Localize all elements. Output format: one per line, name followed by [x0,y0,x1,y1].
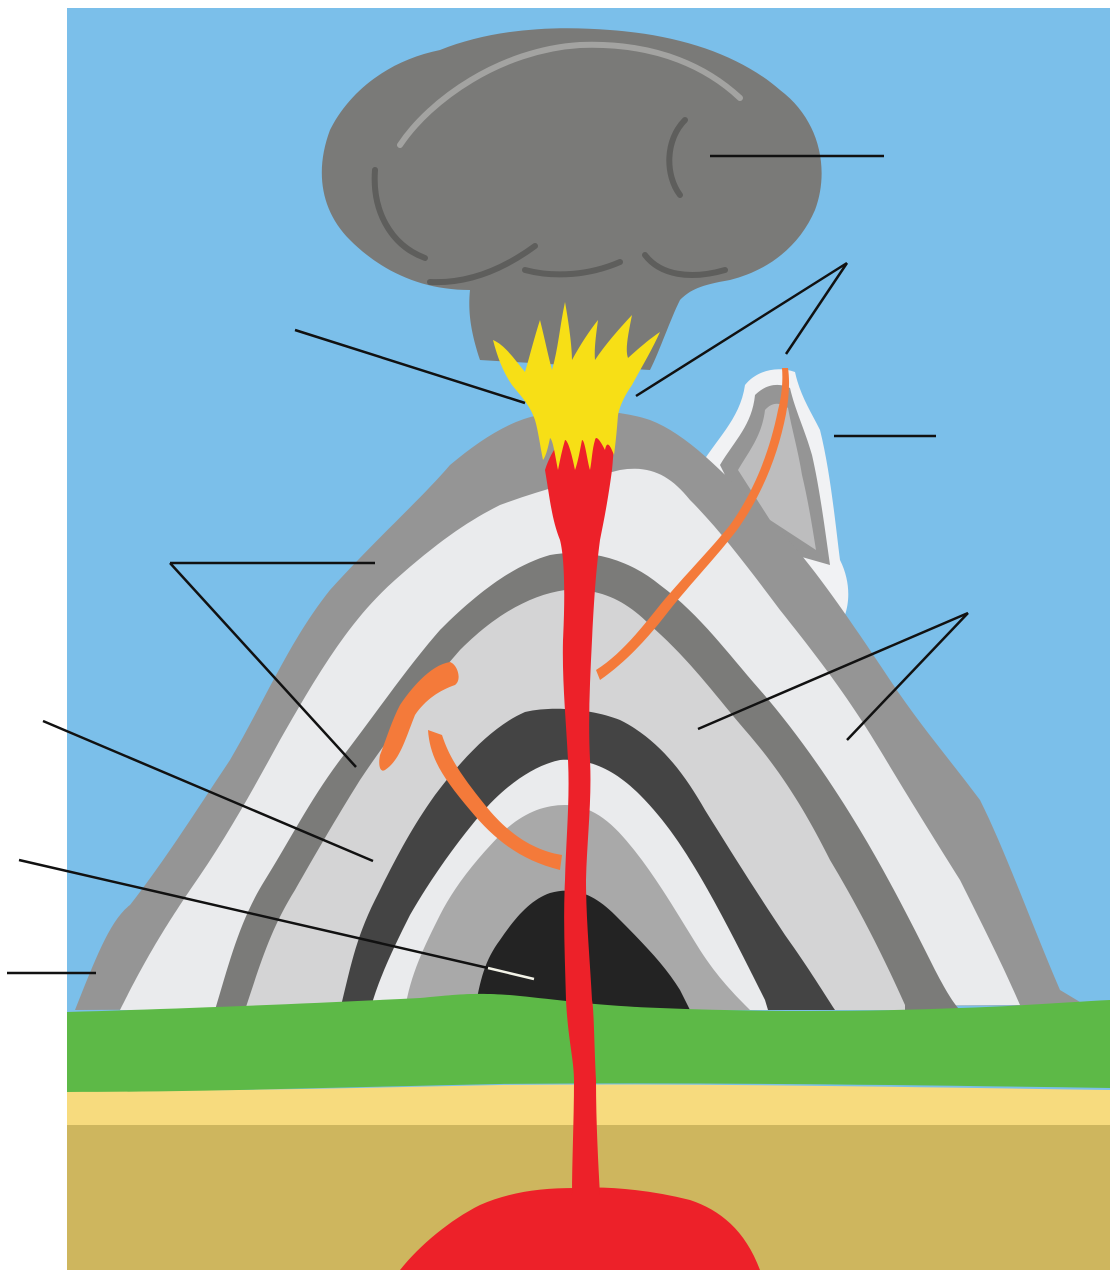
volcano-diagram [0,0,1110,1270]
